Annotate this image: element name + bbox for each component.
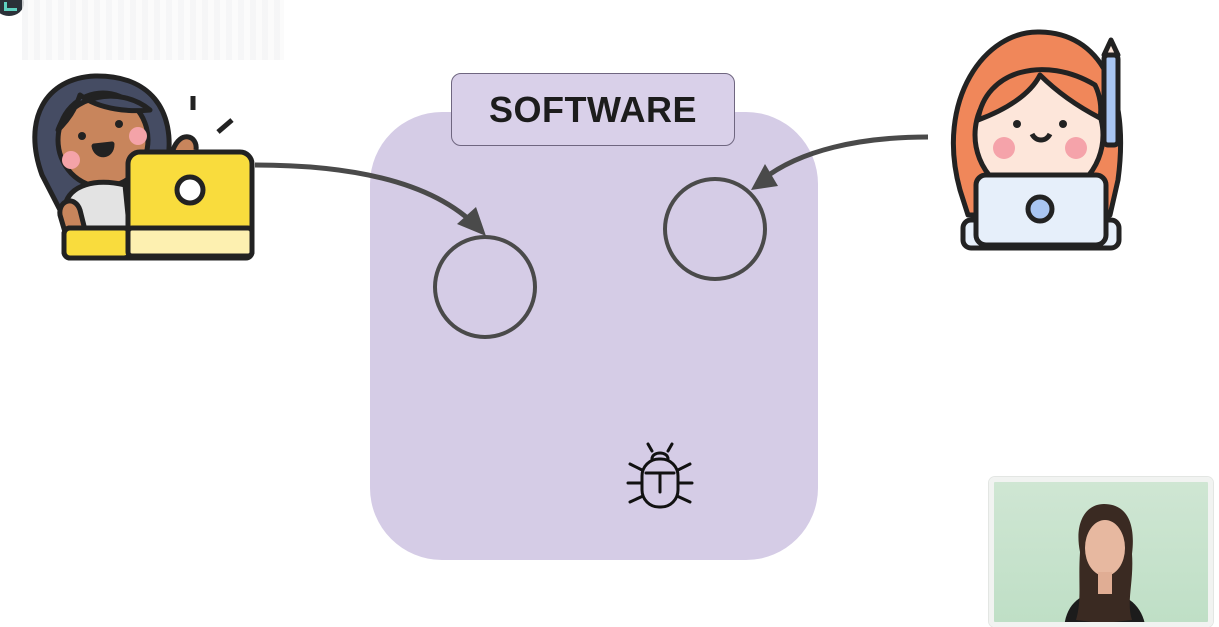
module-circle-right	[663, 177, 767, 281]
presenter-webcam	[989, 477, 1213, 627]
arrow-right-head	[751, 164, 778, 190]
app-logo-icon	[0, 0, 24, 16]
arrow-left-developer-to-module	[254, 162, 480, 230]
blurred-header-strip	[22, 0, 284, 60]
presenter-video-icon	[1064, 504, 1145, 622]
arrow-right-developer-to-module	[760, 134, 929, 182]
developer-left-icon	[32, 73, 255, 261]
arrow-left-head	[457, 207, 486, 236]
developer-right-icon	[950, 29, 1124, 251]
module-circle-left	[433, 235, 537, 339]
bug-icon	[626, 442, 694, 509]
software-label: SOFTWARE	[451, 73, 735, 146]
